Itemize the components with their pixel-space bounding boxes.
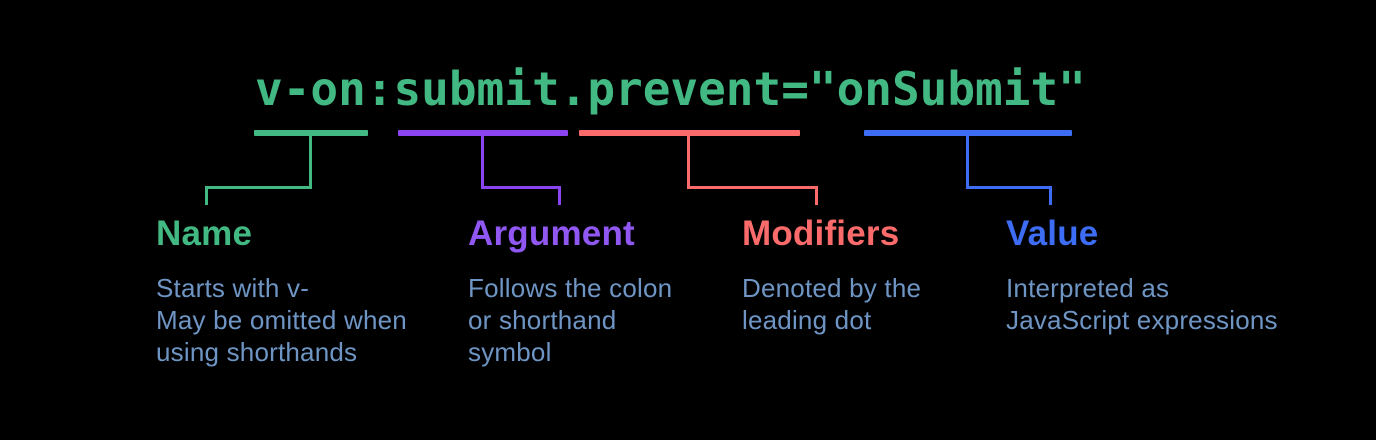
name-description-line: using shorthands — [156, 337, 358, 367]
value-underline — [864, 130, 1072, 136]
modifiers-connector-drop — [687, 135, 690, 188]
modifiers-description-line: leading dot — [742, 305, 872, 335]
argument-description-line: Follows the colon — [468, 273, 673, 303]
value-connector-elbow — [966, 186, 1052, 189]
modifiers-connector-elbow — [687, 186, 818, 189]
name-label: Name — [156, 214, 253, 253]
modifiers-description: Denoted by the leading dot — [742, 272, 921, 336]
argument-label: Argument — [468, 214, 635, 253]
name-connector-elbow — [205, 186, 312, 189]
value-description-line: JavaScript expressions — [1006, 305, 1278, 335]
modifiers-label: Modifiers — [742, 214, 900, 253]
name-description-line: May be omitted when — [156, 305, 407, 335]
argument-description: Follows the colon or shorthand symbol — [468, 272, 672, 368]
value-connector-drop — [966, 135, 969, 188]
name-connector-drop — [309, 135, 312, 188]
value-connector-tail — [1049, 186, 1052, 205]
argument-underline — [398, 130, 568, 136]
name-connector-tail — [205, 186, 208, 205]
argument-connector-drop — [481, 135, 484, 188]
modifiers-underline — [579, 130, 800, 136]
code-snippet: v-on:submit.prevent="onSubmit" — [255, 62, 1086, 116]
value-description: Interpreted as JavaScript expressions — [1006, 272, 1278, 336]
value-label: Value — [1006, 214, 1099, 253]
modifiers-description-line: Denoted by the — [742, 273, 922, 303]
name-description: Starts with v- May be omitted when using… — [156, 272, 407, 368]
argument-description-line: or shorthand — [468, 305, 617, 335]
value-description-line: Interpreted as — [1006, 273, 1170, 303]
name-underline — [254, 130, 368, 136]
argument-connector-elbow — [481, 186, 561, 189]
name-description-line: Starts with v- — [156, 273, 310, 303]
argument-connector-tail — [558, 186, 561, 205]
modifiers-connector-tail — [815, 186, 818, 205]
argument-description-line: symbol — [468, 337, 552, 367]
